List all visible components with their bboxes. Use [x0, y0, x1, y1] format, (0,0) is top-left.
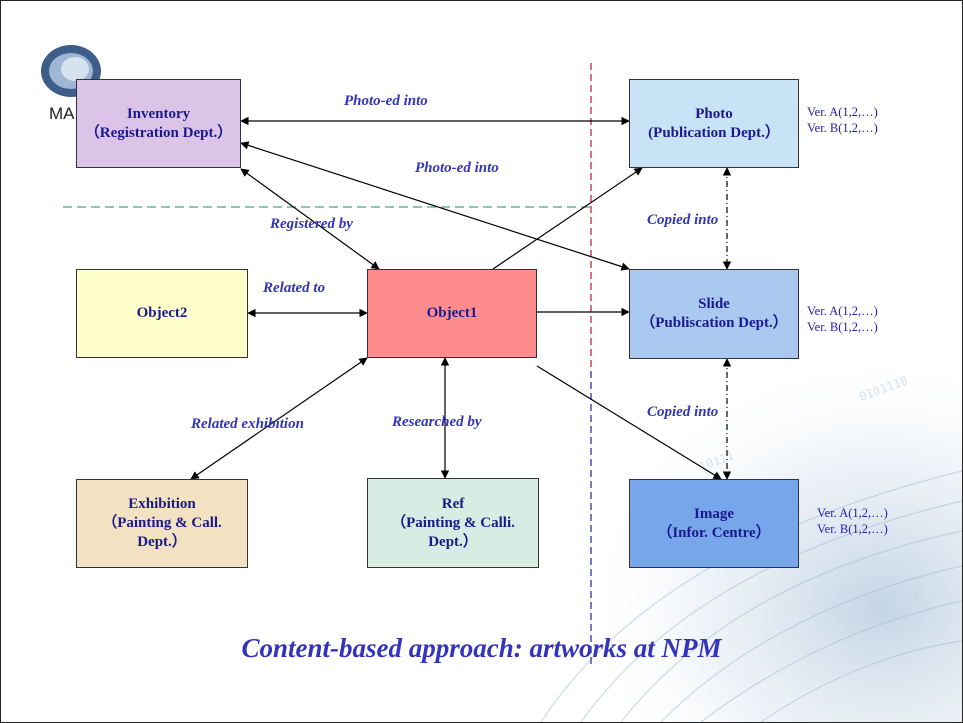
box-exhibition-dept-2: Dept.） — [137, 534, 187, 550]
box-photo-dept: (Publication Dept.） — [648, 124, 780, 141]
versions-image: Ver. A(1,2,…) Ver. B(1,2,…) — [817, 505, 888, 537]
box-exhibition-dept: （Painting & Call. — [102, 515, 222, 531]
logo-text: MA — [49, 104, 75, 123]
box-exhibition: Exhibition （Painting & Call. Dept.） — [76, 479, 248, 568]
label-related-exhibition: Related exhibition — [191, 416, 304, 432]
label-registered-by: Registered by — [270, 216, 353, 232]
box-object1: Object1 — [367, 269, 537, 358]
box-slide: Slide （Publiscation Dept.） — [629, 269, 799, 359]
version-b: Ver. B(1,2,…) — [807, 320, 878, 334]
version-a: Ver. A(1,2,…) — [817, 506, 888, 520]
label-copied-into-1: Copied into — [647, 212, 719, 228]
box-object1-title: Object1 — [426, 305, 478, 321]
box-slide-dept: （Publiscation Dept.） — [640, 315, 788, 331]
box-inventory: Inventory （Registration Dept.） — [76, 79, 241, 168]
label-researched-by: Researched by — [392, 414, 482, 430]
box-ref: Ref （Painting & Calli. Dept.） — [367, 478, 539, 568]
box-exhibition-title: Exhibition — [128, 496, 196, 512]
arrow-inventory-slide — [240, 141, 630, 271]
label-related-to: Related to — [263, 280, 326, 296]
box-photo: Photo (Publication Dept.） — [629, 79, 799, 168]
box-image: Image （Infor. Centre） — [629, 479, 799, 568]
version-b: Ver. B(1,2,…) — [817, 522, 888, 536]
box-ref-dept: （Painting & Calli. — [391, 514, 515, 531]
version-a: Ver. A(1,2,…) — [807, 105, 878, 119]
box-image-dept: （Infor. Centre） — [657, 524, 771, 541]
label-photo-ed-into-2: Photo-ed into — [415, 160, 499, 176]
box-photo-title: Photo — [695, 105, 733, 122]
versions-slide: Ver. A(1,2,…) Ver. B(1,2,…) — [807, 303, 878, 335]
arrow-object1-image — [536, 365, 722, 480]
box-inventory-title: Inventory — [126, 105, 191, 122]
box-ref-title: Ref — [441, 495, 465, 512]
box-ref-dept-2: Dept.） — [428, 533, 478, 550]
arrow-inventory-object1 — [240, 168, 380, 270]
box-object2-title: Object2 — [136, 305, 188, 321]
version-a: Ver. A(1,2,…) — [807, 304, 878, 318]
box-object2: Object2 — [76, 269, 248, 358]
label-copied-into-2: Copied into — [647, 404, 719, 420]
arrow-object1-photo — [492, 167, 643, 270]
box-inventory-dept: （Registration Dept.） — [84, 124, 233, 141]
label-photo-ed-into-1: Photo-ed into — [344, 93, 428, 109]
arrow-object1-exhibition — [190, 357, 368, 480]
box-image-title: Image — [694, 505, 734, 522]
slide-title: Content-based approach: artworks at NPM — [241, 633, 722, 663]
versions-photo: Ver. A(1,2,…) Ver. B(1,2,…) — [807, 104, 878, 136]
version-b: Ver. B(1,2,…) — [807, 121, 878, 135]
box-slide-title: Slide — [698, 296, 730, 312]
